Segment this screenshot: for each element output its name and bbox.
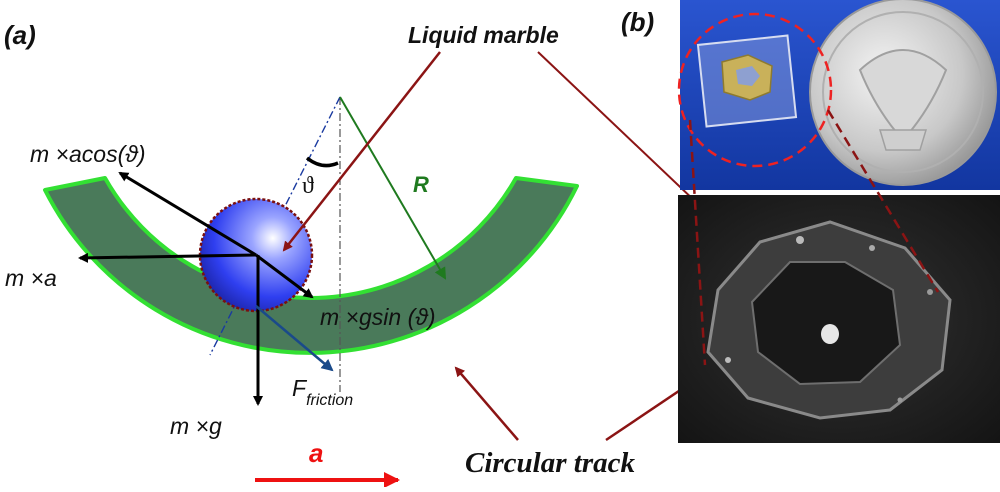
friction-label-sub: friction	[306, 392, 353, 409]
zoom-connector-right	[826, 109, 940, 293]
theta-label: ϑ	[302, 173, 314, 199]
force-a-label: m ×a	[5, 265, 57, 291]
force-gsin-arrow	[255, 253, 314, 299]
zoom-connector-left	[688, 119, 707, 366]
friction-arrow	[255, 305, 334, 372]
marble-pointer-left	[282, 51, 441, 252]
force-acos-label: m ×acos(ϑ)	[30, 141, 146, 167]
force-gsin-label: m ×gsin (ϑ)	[320, 304, 436, 330]
panel-b-label: (b)	[621, 7, 654, 37]
force-acos-arrow	[118, 171, 257, 257]
radius-arrow	[339, 96, 447, 280]
zoom-highlight-circle	[677, 12, 833, 168]
circular-track-label: Circular track	[465, 447, 635, 479]
friction-label-main: F	[292, 375, 308, 401]
liquid-marble-label: Liquid marble	[408, 22, 559, 48]
force-a-arrow	[78, 252, 257, 263]
track-pointer-left	[454, 366, 519, 441]
photo-device-coin	[677, 0, 1000, 190]
photo-zoomed-track	[678, 195, 1000, 443]
force-g-label: m ×g	[170, 413, 222, 439]
panel-a-label: (a)	[4, 20, 36, 50]
friction-label: Ffriction	[292, 375, 353, 409]
droplet	[821, 324, 839, 344]
radius-label: R	[413, 172, 429, 197]
theta-arc	[305, 156, 339, 168]
acceleration-label: a	[309, 438, 323, 468]
